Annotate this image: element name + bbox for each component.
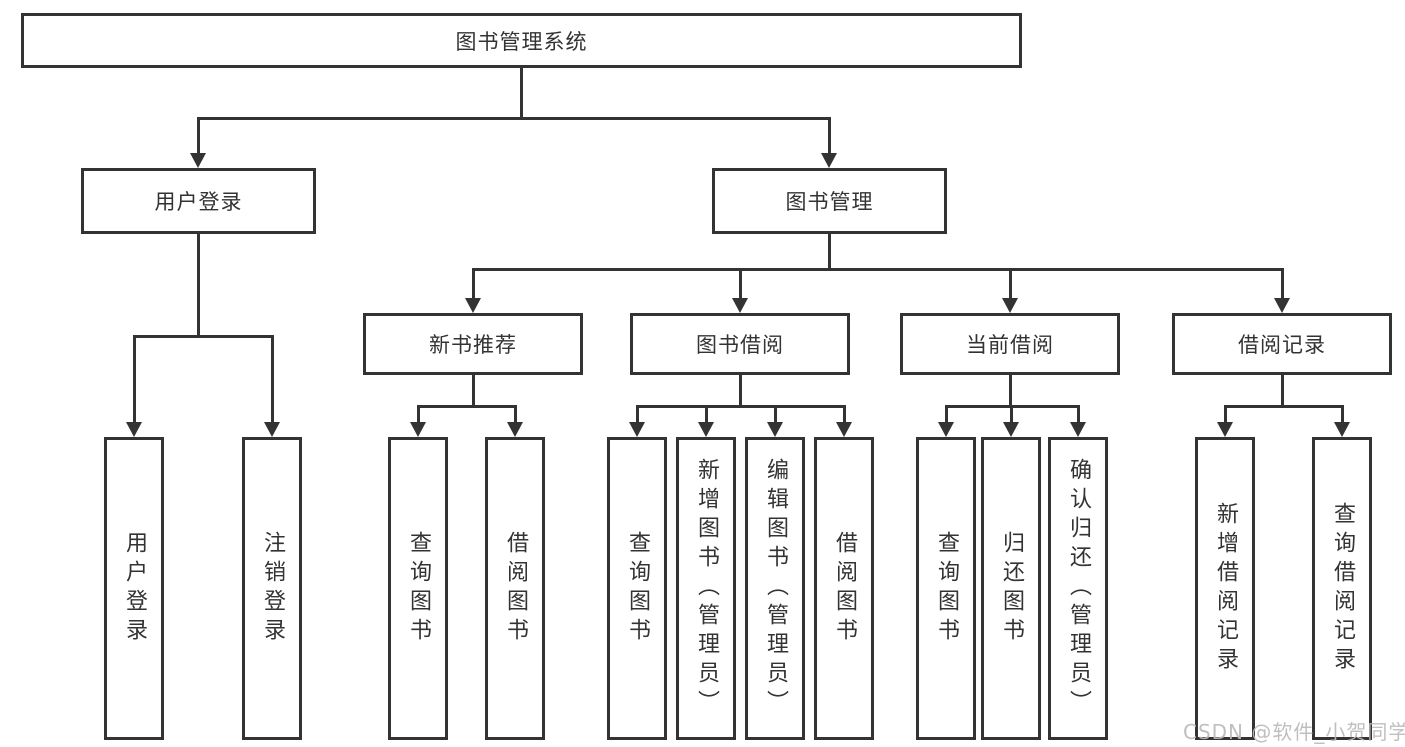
arrow-down-leaf-cb-3 xyxy=(1070,422,1086,437)
node-root: 图书管理系统 xyxy=(21,13,1022,68)
connector-drop-leaf-login-2 xyxy=(271,337,274,423)
connector-drop-leaf-bb-1 xyxy=(636,407,639,423)
arrow-down-leaf-cb-1 xyxy=(938,422,954,437)
connector-drop-current xyxy=(1009,270,1012,299)
connector-drop-newbook xyxy=(472,270,475,299)
connector-borrow-trunk xyxy=(739,375,742,408)
connector-drop-leaf-br-2 xyxy=(1341,407,1344,423)
connector-records-trunk xyxy=(1281,375,1284,408)
connector-current-trunk xyxy=(1009,375,1012,408)
node-book-borrow: 图书借阅 xyxy=(630,313,850,375)
node-new-book-recommend-label: 新书推荐 xyxy=(429,333,517,357)
connector-drop-leaf-bb-2 xyxy=(705,407,708,423)
leaf-borrow-add-admin: 新增图书（管理员） xyxy=(676,437,736,740)
arrow-down-leaf-bb-2 xyxy=(698,422,714,437)
arrow-down-current xyxy=(1002,298,1018,313)
csdn-watermark: CSDN @软件_小贺同学 xyxy=(1183,720,1405,744)
leaf-records-query-label: 查询借阅记录 xyxy=(1330,501,1355,676)
arrow-down-leaf-bb-3 xyxy=(767,422,783,437)
leaf-current-confirm-admin-label: 确认归还（管理员） xyxy=(1066,458,1091,719)
arrow-down-user-login xyxy=(190,153,206,168)
node-borrow-records-label: 借阅记录 xyxy=(1238,333,1326,357)
connector-drop-user-login xyxy=(197,119,200,155)
connector-current-branch xyxy=(945,405,1080,408)
arrow-down-leaf-cb-2 xyxy=(1003,422,1019,437)
leaf-newbook-query: 查询图书 xyxy=(388,437,448,740)
arrow-down-leaf-bb-4 xyxy=(836,422,852,437)
leaf-records-add-label: 新增借阅记录 xyxy=(1213,501,1238,676)
arrow-down-leaf-login-2 xyxy=(264,422,280,437)
connector-drop-records xyxy=(1281,270,1284,299)
leaf-records-query: 查询借阅记录 xyxy=(1312,437,1372,740)
arrow-down-leaf-login-1 xyxy=(126,422,142,437)
leaf-borrow-query: 查询图书 xyxy=(607,437,667,740)
connector-borrow-branch xyxy=(636,405,846,408)
connector-login-trunk xyxy=(197,234,200,338)
node-new-book-recommend: 新书推荐 xyxy=(363,313,583,375)
connector-login-branch xyxy=(133,335,274,338)
leaf-borrow-edit-admin: 编辑图书（管理员） xyxy=(745,437,805,740)
connector-drop-leaf-bb-3 xyxy=(774,407,777,423)
connector-level2-branch xyxy=(197,117,831,120)
connector-drop-book-mgmt xyxy=(828,119,831,155)
connector-drop-leaf-nb-2 xyxy=(514,407,517,423)
arrow-down-borrow xyxy=(732,298,748,313)
connector-drop-leaf-cb-3 xyxy=(1077,407,1080,423)
leaf-borrow-borrow-label: 借阅图书 xyxy=(832,530,857,647)
node-book-borrow-label: 图书借阅 xyxy=(696,333,784,357)
connector-drop-leaf-cb-2 xyxy=(1010,407,1013,423)
arrow-down-leaf-br-1 xyxy=(1217,422,1233,437)
arrow-down-leaf-nb-2 xyxy=(507,422,523,437)
connector-root-trunk xyxy=(520,66,523,119)
arrow-down-book-mgmt xyxy=(821,153,837,168)
leaf-current-return: 归还图书 xyxy=(981,437,1041,740)
leaf-user-login: 用户登录 xyxy=(104,437,164,740)
node-book-management-label: 图书管理 xyxy=(785,190,874,214)
arrow-down-leaf-bb-1 xyxy=(629,422,645,437)
connector-drop-leaf-bb-4 xyxy=(843,407,846,423)
leaf-user-login-label: 用户登录 xyxy=(122,530,147,647)
leaf-records-add: 新增借阅记录 xyxy=(1195,437,1255,740)
leaf-logout: 注销登录 xyxy=(242,437,302,740)
connector-newbook-branch xyxy=(417,405,517,408)
leaf-logout-label: 注销登录 xyxy=(260,530,285,647)
connector-newbook-trunk xyxy=(472,375,475,408)
leaf-newbook-borrow: 借阅图书 xyxy=(485,437,545,740)
connector-drop-leaf-cb-1 xyxy=(945,407,948,423)
leaf-current-confirm-admin: 确认归还（管理员） xyxy=(1048,437,1108,740)
node-current-borrow: 当前借阅 xyxy=(900,313,1120,375)
connector-drop-borrow xyxy=(739,270,742,299)
node-current-borrow-label: 当前借阅 xyxy=(966,333,1054,357)
node-borrow-records: 借阅记录 xyxy=(1172,313,1392,375)
connector-drop-leaf-nb-1 xyxy=(417,407,420,423)
leaf-borrow-edit-admin-label: 编辑图书（管理员） xyxy=(763,458,788,719)
arrow-down-leaf-br-2 xyxy=(1334,422,1350,437)
connector-level3-branch xyxy=(472,268,1284,271)
leaf-borrow-add-admin-label: 新增图书（管理员） xyxy=(694,458,719,719)
node-book-management: 图书管理 xyxy=(712,168,947,234)
arrow-down-records xyxy=(1274,298,1290,313)
connector-drop-leaf-br-1 xyxy=(1224,407,1227,423)
connector-drop-leaf-login-1 xyxy=(133,337,136,423)
arrow-down-leaf-nb-1 xyxy=(410,422,426,437)
leaf-newbook-query-label: 查询图书 xyxy=(406,530,431,647)
node-user-login-label: 用户登录 xyxy=(154,190,243,214)
arrow-down-newbook xyxy=(465,298,481,313)
node-root-label: 图书管理系统 xyxy=(455,29,588,54)
leaf-newbook-borrow-label: 借阅图书 xyxy=(503,530,528,647)
connector-mgmt-trunk xyxy=(828,234,831,271)
leaf-borrow-query-label: 查询图书 xyxy=(625,530,650,647)
leaf-borrow-borrow: 借阅图书 xyxy=(814,437,874,740)
node-user-login: 用户登录 xyxy=(81,168,316,234)
leaf-current-query: 查询图书 xyxy=(916,437,976,740)
connector-records-branch xyxy=(1224,405,1344,408)
leaf-current-return-label: 归还图书 xyxy=(999,530,1024,647)
leaf-current-query-label: 查询图书 xyxy=(934,530,959,647)
